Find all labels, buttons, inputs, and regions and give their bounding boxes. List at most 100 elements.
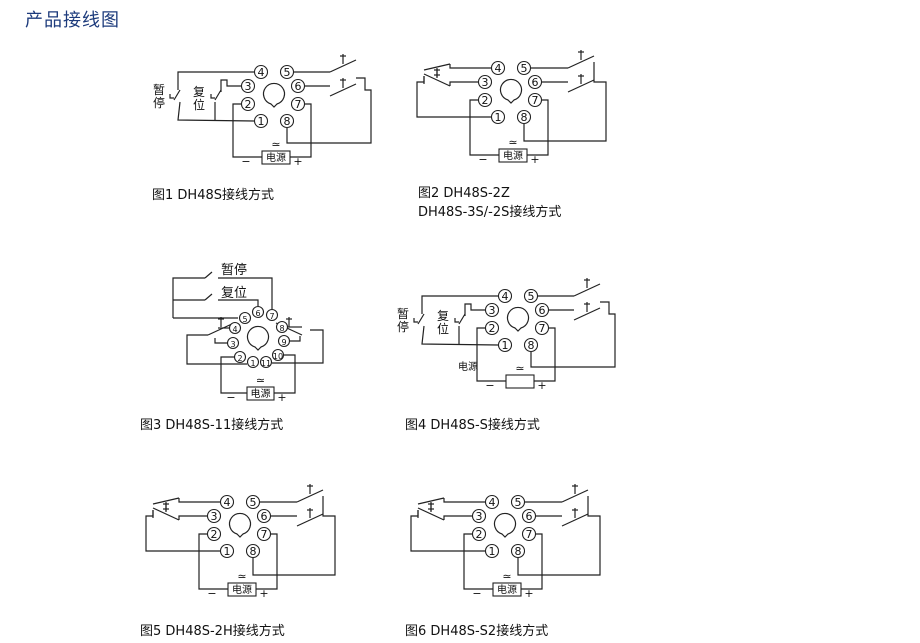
power-supply: 电源≃−+ bbox=[241, 138, 302, 168]
pin-number: 9 bbox=[281, 338, 286, 347]
pause-label: 暂 bbox=[397, 307, 409, 321]
contact-blade bbox=[573, 307, 601, 321]
pin-circle bbox=[271, 348, 285, 362]
pin-circle bbox=[265, 308, 279, 322]
caption-line: 图4 DH48S-S接线方式 bbox=[405, 418, 540, 433]
pin-circle bbox=[484, 494, 500, 510]
contact-blade bbox=[423, 73, 451, 87]
left-contact-lower bbox=[152, 502, 180, 521]
wire bbox=[178, 515, 207, 520]
pin-number: 8 bbox=[279, 324, 284, 333]
pause-switch bbox=[413, 313, 425, 325]
pin-circle bbox=[238, 311, 252, 325]
wire bbox=[443, 498, 485, 503]
pause-switch bbox=[169, 89, 181, 101]
pin-number: 2 bbox=[489, 322, 496, 335]
pin-number: 8 bbox=[515, 545, 522, 558]
switch-button bbox=[210, 94, 215, 99]
pin-number: 3 bbox=[230, 340, 235, 349]
wire bbox=[421, 295, 498, 314]
power-box bbox=[227, 582, 257, 597]
plus-terminal: + bbox=[277, 391, 286, 404]
pin-circle bbox=[279, 64, 295, 80]
pin-circle bbox=[484, 543, 500, 559]
pin-circle bbox=[523, 337, 539, 353]
reset-label: 复位 bbox=[221, 286, 247, 301]
wire bbox=[290, 103, 312, 158]
wire bbox=[443, 515, 472, 520]
pin-circle bbox=[510, 494, 526, 510]
wire bbox=[172, 277, 205, 318]
wire bbox=[232, 103, 262, 158]
pin-number: 7 bbox=[269, 312, 274, 321]
switch-blade bbox=[214, 89, 222, 101]
power-supply: 电源≃−+ bbox=[207, 570, 268, 600]
contact-blade bbox=[561, 513, 589, 527]
reset-switch bbox=[454, 313, 466, 325]
wire bbox=[272, 329, 324, 364]
plus-terminal: + bbox=[530, 153, 539, 166]
wire bbox=[463, 533, 493, 590]
pin-circle bbox=[490, 60, 506, 76]
right-contact-lower bbox=[296, 508, 324, 527]
pin-number: 5 bbox=[242, 315, 247, 324]
pin-circle bbox=[277, 334, 291, 348]
pin-number: 2 bbox=[245, 98, 252, 111]
power-label-outside: 电源 bbox=[458, 360, 478, 373]
contact-blade bbox=[417, 507, 445, 521]
pin-circle bbox=[253, 64, 269, 80]
pin-number: 6 bbox=[261, 510, 268, 523]
socket-key-icon bbox=[246, 325, 270, 351]
pin-circle bbox=[521, 526, 537, 542]
pin-number: 4 bbox=[495, 62, 502, 75]
pin-circle bbox=[253, 113, 269, 129]
wire bbox=[256, 533, 278, 590]
pin-circle bbox=[206, 508, 222, 524]
reset-label: 位 bbox=[437, 321, 449, 336]
pin-number: 8 bbox=[521, 111, 528, 124]
minus-terminal: − bbox=[472, 587, 481, 600]
pin-number: 8 bbox=[250, 545, 257, 558]
pin-circle bbox=[226, 336, 240, 350]
power-label: 电源 bbox=[251, 387, 271, 400]
minus-terminal: − bbox=[478, 153, 487, 166]
pin-circle bbox=[275, 320, 289, 334]
switch-button bbox=[454, 318, 459, 323]
power-box bbox=[261, 150, 291, 165]
wire bbox=[220, 79, 241, 92]
reset-label: 复 bbox=[193, 85, 205, 99]
socket-key-icon bbox=[228, 512, 252, 538]
pin-circle bbox=[219, 543, 235, 559]
contact-blade bbox=[423, 63, 451, 71]
pin-circle bbox=[259, 355, 273, 369]
contact-blade bbox=[567, 79, 595, 93]
contact-blade bbox=[152, 497, 180, 505]
pin-circle bbox=[290, 78, 306, 94]
pin-number: 6 bbox=[539, 304, 546, 317]
wire bbox=[198, 533, 228, 590]
pin-circle bbox=[471, 508, 487, 524]
ac-symbol: ≃ bbox=[502, 570, 511, 583]
wire bbox=[218, 299, 259, 306]
pin-number: 7 bbox=[539, 322, 546, 335]
contact-blade bbox=[296, 489, 324, 503]
contact-blade bbox=[329, 83, 357, 97]
pin-circle bbox=[490, 109, 506, 125]
wire bbox=[286, 77, 372, 144]
pin-circle bbox=[233, 350, 247, 364]
pin-number: 6 bbox=[255, 309, 260, 318]
pin-number: 4 bbox=[224, 496, 231, 509]
reset-label: 位 bbox=[193, 97, 205, 112]
plus-terminal: + bbox=[524, 587, 533, 600]
normally-open-contact bbox=[329, 78, 357, 97]
ac-symbol: ≃ bbox=[515, 362, 524, 375]
caption-line: 图3 DH48S-11接线方式 bbox=[140, 418, 284, 433]
pin-number: 7 bbox=[261, 528, 268, 541]
wire bbox=[177, 101, 255, 122]
pin-number: 5 bbox=[250, 496, 257, 509]
contact-blade bbox=[417, 497, 445, 505]
wire bbox=[421, 325, 499, 346]
pin-number: 8 bbox=[528, 339, 535, 352]
